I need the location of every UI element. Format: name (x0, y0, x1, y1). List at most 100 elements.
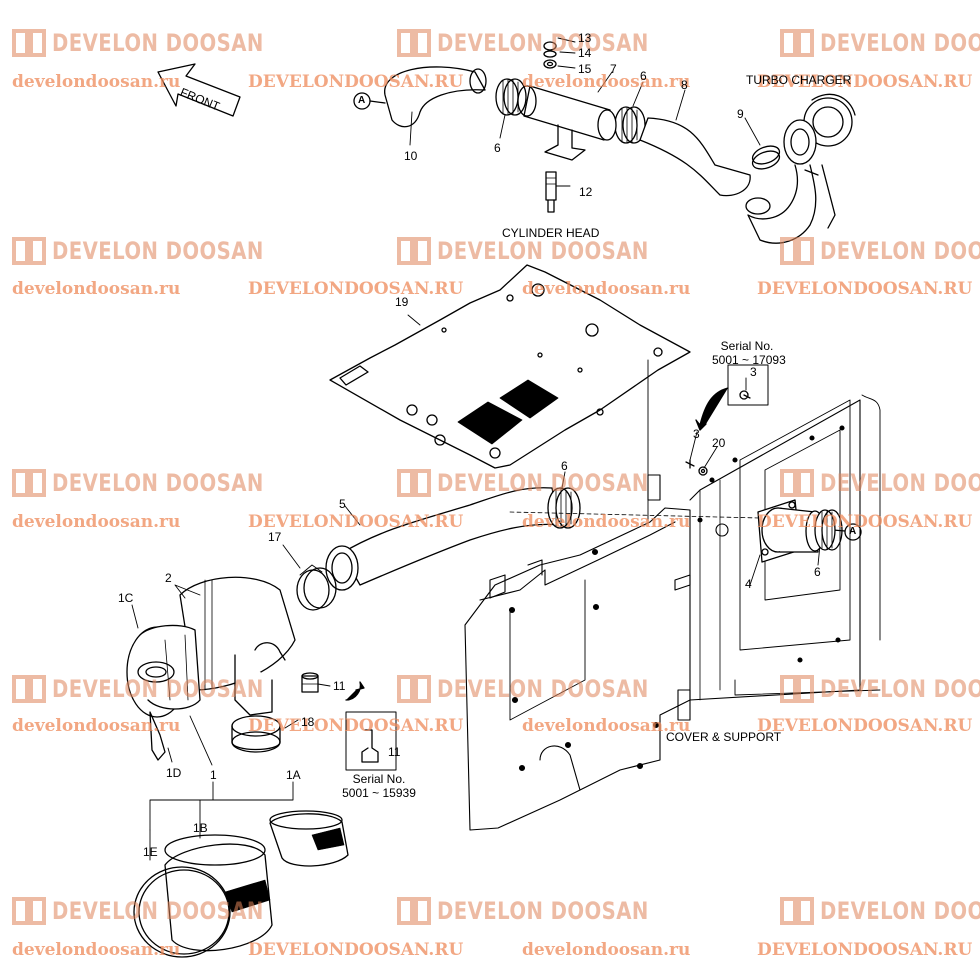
callout-7: 7 (610, 62, 617, 76)
callout-10: 10 (404, 149, 418, 163)
watermark-logo: DEVELON DOOSAN (397, 236, 695, 266)
watermark-logo: DEVELON DOOSAN (780, 468, 980, 498)
brand-logo-icon (397, 896, 431, 926)
tube-7 (517, 85, 617, 161)
front-arrow-icon (157, 63, 241, 117)
watermark-url: DEVELONDOOSAN.RU (248, 279, 464, 299)
brand-logo-icon (397, 236, 431, 266)
callout-17: 17 (268, 530, 282, 544)
brand-logo-icon (397, 468, 431, 498)
watermark-url: develondoosan.ru (12, 279, 181, 299)
watermark-url: DEVELONDOOSAN.RU (248, 716, 464, 736)
callout-1c: 1C (118, 591, 134, 605)
callout-1: 1 (210, 768, 217, 782)
watermark-url: develondoosan.ru (522, 72, 691, 92)
watermark-logo: DEVELON DOOSAN (780, 896, 980, 926)
watermark-url: DEVELONDOOSAN.RU (248, 512, 464, 532)
watermark-url: DEVELONDOOSAN.RU (248, 940, 464, 960)
stud-12 (545, 171, 557, 213)
element-1a (269, 810, 349, 867)
brand-logo-icon (12, 28, 46, 58)
brand-logo-icon (780, 674, 814, 704)
cylinder-head-label: CYLINDER HEAD (502, 226, 600, 240)
brand-logo-icon (397, 28, 431, 58)
watermark-brand: DEVELON DOOSAN (437, 897, 649, 925)
clamp-9 (751, 145, 781, 170)
watermark-url: DEVELONDOOSAN.RU (757, 512, 973, 532)
watermark-url: DEVELONDOOSAN.RU (248, 72, 464, 92)
turbo-charger-label: TURBO CHARGER (746, 73, 852, 87)
serial-detail-indicator-11 (345, 681, 397, 771)
watermark-brand: DEVELON DOOSAN (52, 237, 264, 265)
clamp-17 (296, 564, 337, 611)
brand-logo-icon (780, 468, 814, 498)
brand-logo-icon (12, 896, 46, 926)
callout-6: 6 (814, 565, 821, 579)
watermark-url: develondoosan.ru (522, 279, 691, 299)
watermark-url: develondoosan.ru (522, 716, 691, 736)
watermark-brand: DEVELON DOOSAN (437, 675, 649, 703)
callout-1b: 1B (193, 821, 208, 835)
callout-18: 18 (301, 715, 315, 729)
turbo-charger (745, 93, 856, 244)
callout-20: 20 (712, 436, 726, 450)
callout-19: 19 (395, 295, 409, 309)
watermark-brand: DEVELON DOOSAN (437, 469, 649, 497)
callout-9: 9 (737, 107, 744, 121)
watermark-brand: DEVELON DOOSAN (52, 897, 264, 925)
clamp-6-middle (547, 487, 581, 529)
watermark-logo: DEVELON DOOSAN (780, 674, 980, 704)
brand-logo-icon (12, 674, 46, 704)
ring-18 (231, 715, 281, 753)
serial-top-label: Serial No. (720, 339, 774, 353)
watermark-url: DEVELONDOOSAN.RU (757, 279, 973, 299)
callout-11: 11 (333, 679, 346, 693)
watermark-logo: DEVELON DOOSAN (397, 896, 695, 926)
ref-a-label: A (849, 526, 857, 537)
watermark-url: develondoosan.ru (522, 512, 691, 532)
watermark-logo: DEVELON DOOSAN (12, 28, 310, 58)
watermark-logo: DEVELON DOOSAN (12, 236, 310, 266)
washers-13-14-15 (543, 41, 557, 69)
watermark-logo: DEVELON DOOSAN (780, 236, 980, 266)
bolt-3-and-washer-20 (685, 459, 708, 476)
watermark-brand: DEVELON DOOSAN (820, 29, 980, 57)
air-cleaner-2 (126, 576, 296, 761)
serial-detail-bolt-3 (695, 364, 769, 431)
cover-support-label: COVER & SUPPORT (666, 730, 782, 744)
watermark-url: DEVELONDOOSAN.RU (757, 72, 973, 92)
indicator-11 (301, 672, 319, 693)
callout-1d: 1D (166, 766, 182, 780)
serial-bottom-range: 5001 ~ 15939 (342, 785, 416, 800)
callout-4: 4 (745, 577, 752, 591)
element-1b (164, 834, 273, 952)
outlet-flange-4 (757, 499, 843, 563)
callout-2: 2 (165, 571, 172, 585)
watermark-logo: DEVELON DOOSAN (397, 28, 695, 58)
brand-logo-icon (12, 468, 46, 498)
watermark-logo: DEVELON DOOSAN (397, 468, 695, 498)
callout-11: 11 (388, 745, 401, 759)
watermark-brand: DEVELON DOOSAN (437, 29, 649, 57)
callout-3: 3 (693, 427, 700, 441)
cover-support-frame (464, 394, 881, 831)
callout-1a: 1A (286, 768, 301, 782)
brand-logo-icon (780, 896, 814, 926)
ref-a-label: A (358, 95, 366, 106)
cover-plate-19 (329, 264, 691, 521)
callout-1e: 1E (143, 845, 158, 859)
watermark-brand: DEVELON DOOSAN (820, 469, 980, 497)
watermark-brand: DEVELON DOOSAN (820, 897, 980, 925)
watermark-url: develondoosan.ru (12, 940, 181, 960)
watermark-url: DEVELONDOOSAN.RU (757, 940, 973, 960)
callout-6: 6 (561, 459, 568, 473)
serial-note-bottom: Serial No. 5001 ~ 15939 (339, 772, 419, 801)
watermark-brand: DEVELON DOOSAN (52, 675, 264, 703)
callout-3: 3 (750, 365, 757, 379)
watermark-url: DEVELONDOOSAN.RU (757, 716, 973, 736)
brand-logo-icon (12, 236, 46, 266)
watermark-brand: DEVELON DOOSAN (52, 469, 264, 497)
brand-logo-icon (780, 28, 814, 58)
brand-logo-icon (397, 674, 431, 704)
